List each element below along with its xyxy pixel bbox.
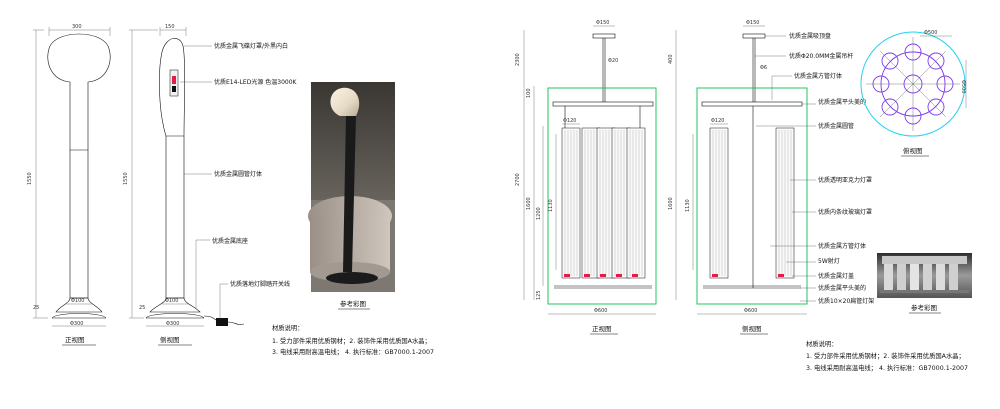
floor-lamp-materials: 材质说明： 1. 受力部件采用优质钢材；2. 装饰件采用优质国A水晶； 3. 电… [272, 323, 434, 356]
dim-glass-side: Φ120 [711, 118, 724, 124]
mat-line2-left: 3. 电线采用耐高温电线； 4. 执行标准：GB7000.1-2007 [272, 347, 434, 356]
chandelier-side-title: 侧视图 [742, 324, 762, 333]
ch-label-spotlight: 5W射灯 [818, 257, 840, 265]
dim-plan-outer: Φ500 [924, 30, 937, 36]
chandelier-photo: 参考彩图 [877, 253, 972, 314]
chandelier-front-view: Φ150 Φ20 2300 2700 100 [515, 20, 657, 335]
ch-label-phi6: Φ6 [760, 65, 767, 71]
photo-caption: 参考彩图 [340, 299, 366, 308]
front-glass-tubes [561, 127, 646, 279]
dim-h-body-side: 1600 [668, 197, 674, 210]
ch-label-canopy: 优质金属吸顶盘 [789, 32, 831, 40]
ch-label-square-body-2: 优质金属方管灯体 [818, 242, 866, 250]
ch-label-striped-glass: 优质内条纹玻璃灯罩 [818, 208, 872, 216]
label-base: 优质金属底座 [212, 237, 248, 245]
dim-front-tube: Φ100 [71, 298, 84, 304]
dim-canopy-side: Φ150 [746, 20, 759, 26]
floor-lamp-front-view: 300 1550 25 Φ100 Φ300 正视图 [27, 24, 111, 346]
dim-width-front: Φ600 [594, 308, 607, 314]
dim-h-total-front: 2700 [515, 173, 521, 186]
mat-line2-right: 3. 电线采用耐高温电线； 4. 执行标准：GB7000.1-2007 [806, 363, 968, 372]
dim-h-tube-side: 1130 [685, 199, 691, 212]
dim-canopy-front: Φ150 [596, 20, 609, 26]
ch-label-rod: 优质Φ20.0MM金属吊杆 [789, 52, 853, 60]
dim-rod-front: Φ20 [608, 58, 618, 64]
floor-lamp-side-view: 150 1550 25 Φ100 Φ300 侧视图 [123, 24, 245, 346]
dim-side-height: 1550 [123, 172, 129, 185]
chandelier-side-view: Φ150 400 1600 1130 Φ120 Φ600 侧视图 [668, 20, 808, 335]
dim-front-base: Φ300 [70, 321, 83, 327]
mat-title-right: 材质说明： [806, 339, 837, 348]
label-tube-body: 优质金属圆管灯体 [214, 170, 262, 178]
dim-front-width: 300 [72, 24, 82, 30]
label-shade: 优质金属飞碟灯罩/外黑内白 [214, 42, 288, 50]
chandelier-front-title: 正视图 [592, 324, 612, 333]
dim-h-top-front: 2300 [515, 53, 521, 66]
mat-line1-right: 1. 受力部件采用优质钢材；2. 装饰件采用优质国A水晶； [806, 351, 965, 360]
ch-label-flat-head-a: 优质金属平头美的 [818, 98, 866, 106]
dim-side-base-thk: 25 [139, 305, 145, 311]
ch-label-cap: 优质金属灯盖 [818, 272, 854, 280]
label-light-source: 优质E14-LED光源 色温3000K [214, 78, 298, 86]
front-view-title: 正视图 [65, 335, 85, 344]
plan-view-title: 俯视图 [903, 146, 923, 155]
ch-label-square-body: 优质金属方管灯体 [794, 72, 842, 80]
dim-side-width: 150 [165, 24, 175, 30]
ch-label-flat-frame: 优质10×20扁管灯架 [818, 297, 874, 305]
side-view-title: 侧视图 [160, 335, 180, 344]
dim-side-tube: Φ100 [165, 298, 178, 304]
dim-h-glass-front: 1200 [536, 207, 542, 220]
mat-line1-left: 1. 受力部件采用优质钢材；2. 装饰件采用优质国A水晶； [272, 336, 431, 345]
floor-lamp-labels: 优质金属飞碟灯罩/外黑内白 优质E14-LED光源 色温3000K 优质金属圆管… [180, 42, 298, 320]
floor-lamp-photo: 参考彩图 [308, 82, 395, 310]
dim-side-base: Φ300 [166, 321, 179, 327]
dim-h-body-front: 1600 [526, 197, 532, 210]
dim-plan-inner: Φ500 [960, 80, 966, 93]
dim-front-height: 1550 [27, 172, 33, 185]
dim-h-base-front: 125 [536, 290, 542, 300]
dim-front-base-thk: 25 [33, 305, 39, 311]
dim-h-top-side: 400 [668, 54, 674, 64]
dim-width-side: Φ600 [744, 308, 757, 314]
dim-h-bar-front: 100 [526, 88, 532, 98]
chandelier-plan-view: Φ500 Φ500 俯视图 [860, 30, 967, 157]
ch-label-round-tube: 优质金属圆管 [818, 122, 854, 130]
dim-glass-front: Φ120 [563, 118, 576, 124]
chandelier-labels: 优质金属吸顶盘 优质Φ20.0MM金属吊杆 Φ6 优质金属方管灯体 优质金属平头… [755, 32, 874, 305]
side-glass-tubes [709, 127, 795, 279]
mat-title-left: 材质说明： [272, 323, 303, 332]
label-foot-switch: 优质落地灯脚踏开关线 [230, 280, 290, 288]
ch-label-flat-head-b: 优质金属平头美的 [818, 284, 866, 292]
ch-label-acrylic: 优质透明亚克力灯罩 [818, 176, 872, 184]
chandelier-materials: 材质说明： 1. 受力部件采用优质钢材；2. 装饰件采用优质国A水晶； 3. 电… [806, 339, 968, 372]
dim-h-tube-front: 1130 [548, 199, 554, 212]
ch-photo-caption: 参考彩图 [911, 303, 937, 312]
